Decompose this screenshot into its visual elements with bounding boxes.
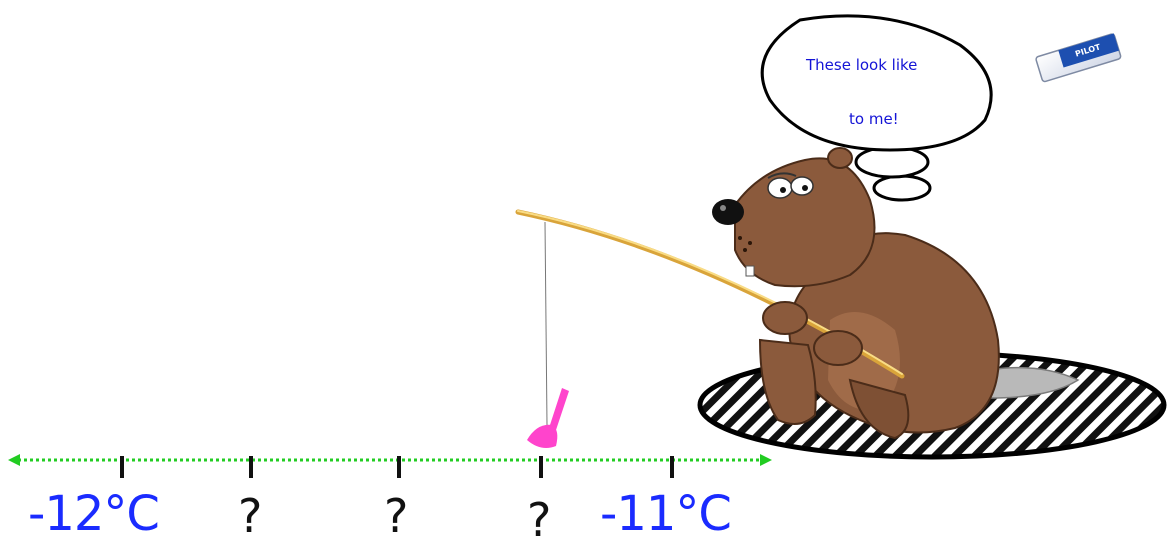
beaver-pupil-right: [802, 185, 808, 191]
beaver-paw-lower: [813, 330, 863, 366]
beaver-leg-back: [848, 378, 910, 440]
left-end-label: -12°C: [28, 490, 160, 538]
beaver-character: [712, 147, 1080, 440]
unknown-mark-1: ?: [238, 489, 263, 543]
beaver-pupil-left: [780, 187, 786, 193]
beaver-ear: [827, 147, 853, 169]
beaver-nose: [712, 199, 744, 225]
left-end-value: -12: [28, 486, 104, 542]
lure-tail-icon: [549, 388, 569, 430]
right-end-unit: °C: [675, 486, 732, 542]
beaver-tooth: [745, 265, 755, 277]
whisker-dot: [738, 236, 742, 240]
right-end-label: -11°C: [600, 490, 732, 538]
thought-bubble-main: [760, 14, 993, 152]
beaver-eye-right: [790, 176, 814, 196]
beaver-eye-left: [767, 177, 793, 199]
beaver-brow: [767, 172, 797, 179]
right-arrow-icon: [760, 454, 772, 466]
eraser-sleeve: [1058, 33, 1120, 68]
beaver-paw-upper: [762, 301, 808, 335]
thought-bubble-small-circle: [872, 174, 932, 202]
thought-bubble-line3: to me!: [849, 110, 899, 128]
thought-bubble-line1: These look like: [806, 56, 918, 74]
unknown-mark-2: ?: [384, 489, 409, 543]
left-end-unit: °C: [103, 486, 160, 542]
number-line: [8, 454, 772, 478]
eraser-icon[interactable]: [1035, 33, 1122, 83]
beaver-nose-shine: [720, 205, 726, 211]
left-arrow-icon: [8, 454, 20, 466]
beaver-paws: [762, 301, 863, 366]
fishing-lure: [527, 221, 569, 448]
unknown-mark-3: ?: [527, 493, 552, 547]
beaver-leg-front: [758, 338, 817, 425]
whisker-dot: [748, 241, 752, 245]
right-end-value: -11: [600, 486, 676, 542]
fishing-line: [544, 221, 548, 426]
whisker-dot: [743, 248, 747, 252]
thought-bubble-mid-circle: [854, 145, 930, 179]
lure-body-icon: [527, 424, 558, 448]
thought-bubble: [760, 14, 993, 202]
